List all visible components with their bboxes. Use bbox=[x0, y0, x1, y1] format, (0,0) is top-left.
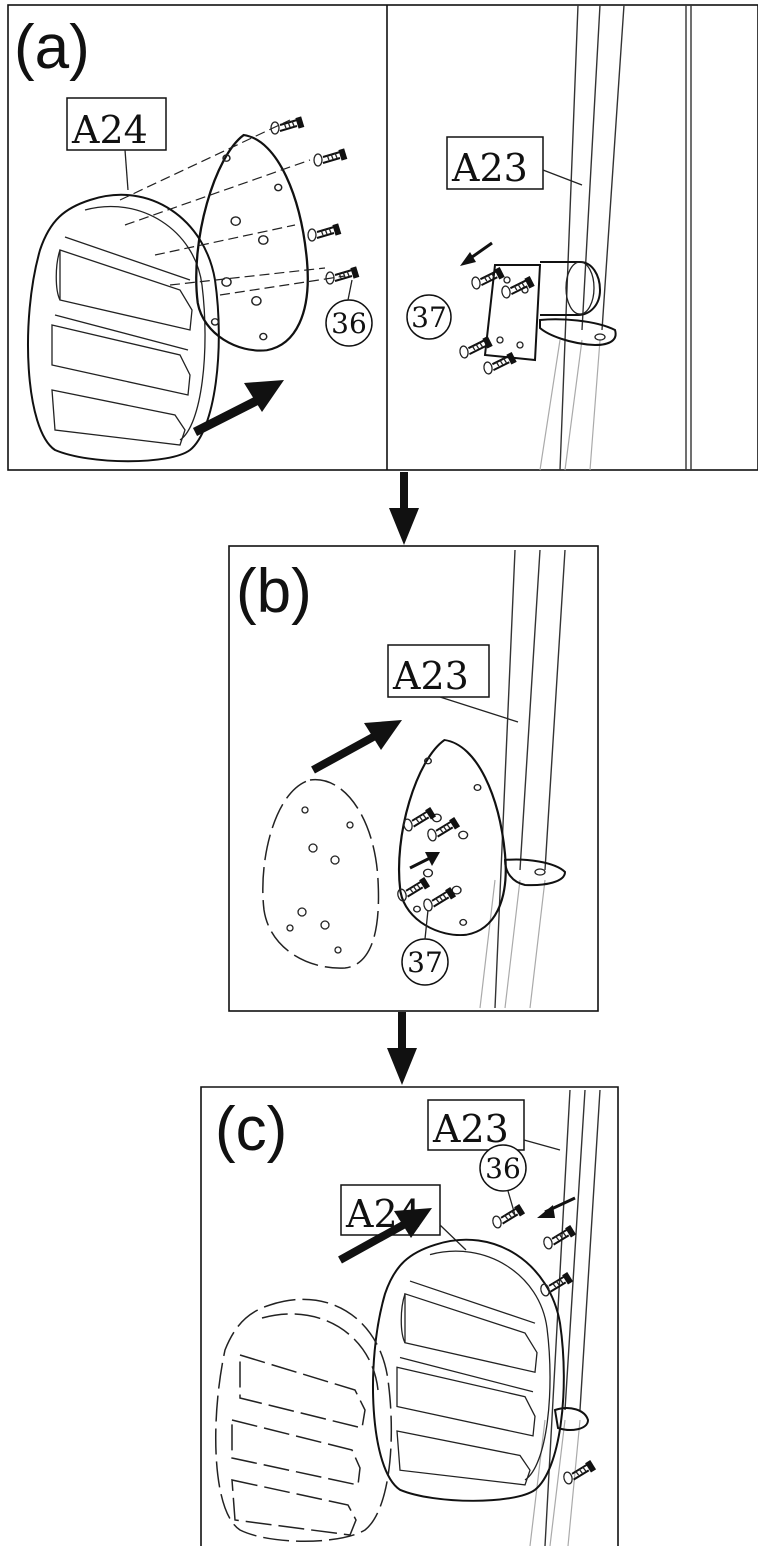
panel-a-letter: (a) bbox=[14, 13, 90, 82]
screw-36 bbox=[560, 1458, 599, 1486]
callout-circle-36 bbox=[479, 1144, 527, 1192]
label-a23: A23 bbox=[432, 1107, 509, 1151]
screw-36 bbox=[540, 1223, 579, 1251]
label-a23: A23 bbox=[451, 146, 528, 190]
screw-36 bbox=[489, 1202, 528, 1230]
push-arrow bbox=[338, 1220, 407, 1264]
panel-b-frame bbox=[228, 545, 599, 1012]
screw-36 bbox=[307, 222, 343, 242]
plate-ghost bbox=[262, 778, 380, 969]
label-37: 37 bbox=[411, 301, 447, 334]
push-arrow-head bbox=[364, 720, 402, 750]
label-37: 37 bbox=[407, 946, 443, 979]
direction-arrow bbox=[537, 1205, 555, 1218]
push-arrow bbox=[311, 732, 377, 774]
callout-box-a23 bbox=[427, 1099, 525, 1151]
direction-arrow bbox=[460, 252, 476, 266]
panel-a: (a) A24 36 bbox=[7, 4, 758, 471]
step-arrow-ab bbox=[389, 472, 419, 545]
leader-a23 bbox=[542, 169, 583, 186]
mounted-plate bbox=[397, 738, 507, 937]
screw-36 bbox=[313, 147, 349, 167]
step-arrow-bc bbox=[387, 1012, 417, 1085]
callout-circle-37 bbox=[406, 294, 452, 340]
screw-37 bbox=[469, 265, 507, 291]
screw-36 bbox=[325, 265, 361, 285]
panel-a-frame bbox=[7, 4, 758, 471]
label-a24: A24 bbox=[71, 108, 148, 152]
pole-a23 bbox=[529, 1089, 601, 1546]
screw-37 bbox=[424, 815, 463, 843]
screw-37 bbox=[499, 274, 537, 300]
screw-36 bbox=[537, 1270, 576, 1298]
alignment-lines bbox=[119, 119, 346, 296]
leader-a24 bbox=[124, 149, 129, 191]
label-a23: A23 bbox=[392, 654, 469, 698]
leader-a23 bbox=[439, 696, 519, 723]
push-arrow-head bbox=[394, 1208, 432, 1238]
push-arrow bbox=[192, 393, 265, 437]
back-plate bbox=[195, 133, 309, 352]
panel-c-frame bbox=[200, 1086, 619, 1546]
seat-pad bbox=[372, 1238, 565, 1502]
leader-a24 bbox=[439, 1224, 467, 1251]
direction-arrow bbox=[425, 852, 440, 866]
pad-ghost bbox=[214, 1298, 393, 1542]
callout-box-a23 bbox=[446, 136, 544, 190]
pole-a23 bbox=[483, 4, 692, 471]
seat-pad bbox=[26, 193, 220, 463]
push-arrow-head bbox=[244, 380, 284, 412]
panel-b: (b) A23 37 bbox=[228, 545, 599, 1012]
leader-a23 bbox=[523, 1139, 561, 1151]
panel-c-letter: (c) bbox=[215, 1095, 287, 1164]
callout-circle-36 bbox=[325, 299, 373, 347]
callout-box-a23 bbox=[387, 644, 490, 698]
screw-37 bbox=[394, 875, 433, 903]
callout-box-a24 bbox=[66, 97, 167, 151]
screw-36 bbox=[270, 115, 306, 135]
label-36: 36 bbox=[331, 307, 367, 340]
panel-c: (c) A23 36 A24 bbox=[200, 1086, 619, 1546]
pole-a23 bbox=[479, 549, 567, 1009]
panel-b-letter: (b) bbox=[236, 557, 312, 626]
label-36: 36 bbox=[485, 1152, 521, 1185]
